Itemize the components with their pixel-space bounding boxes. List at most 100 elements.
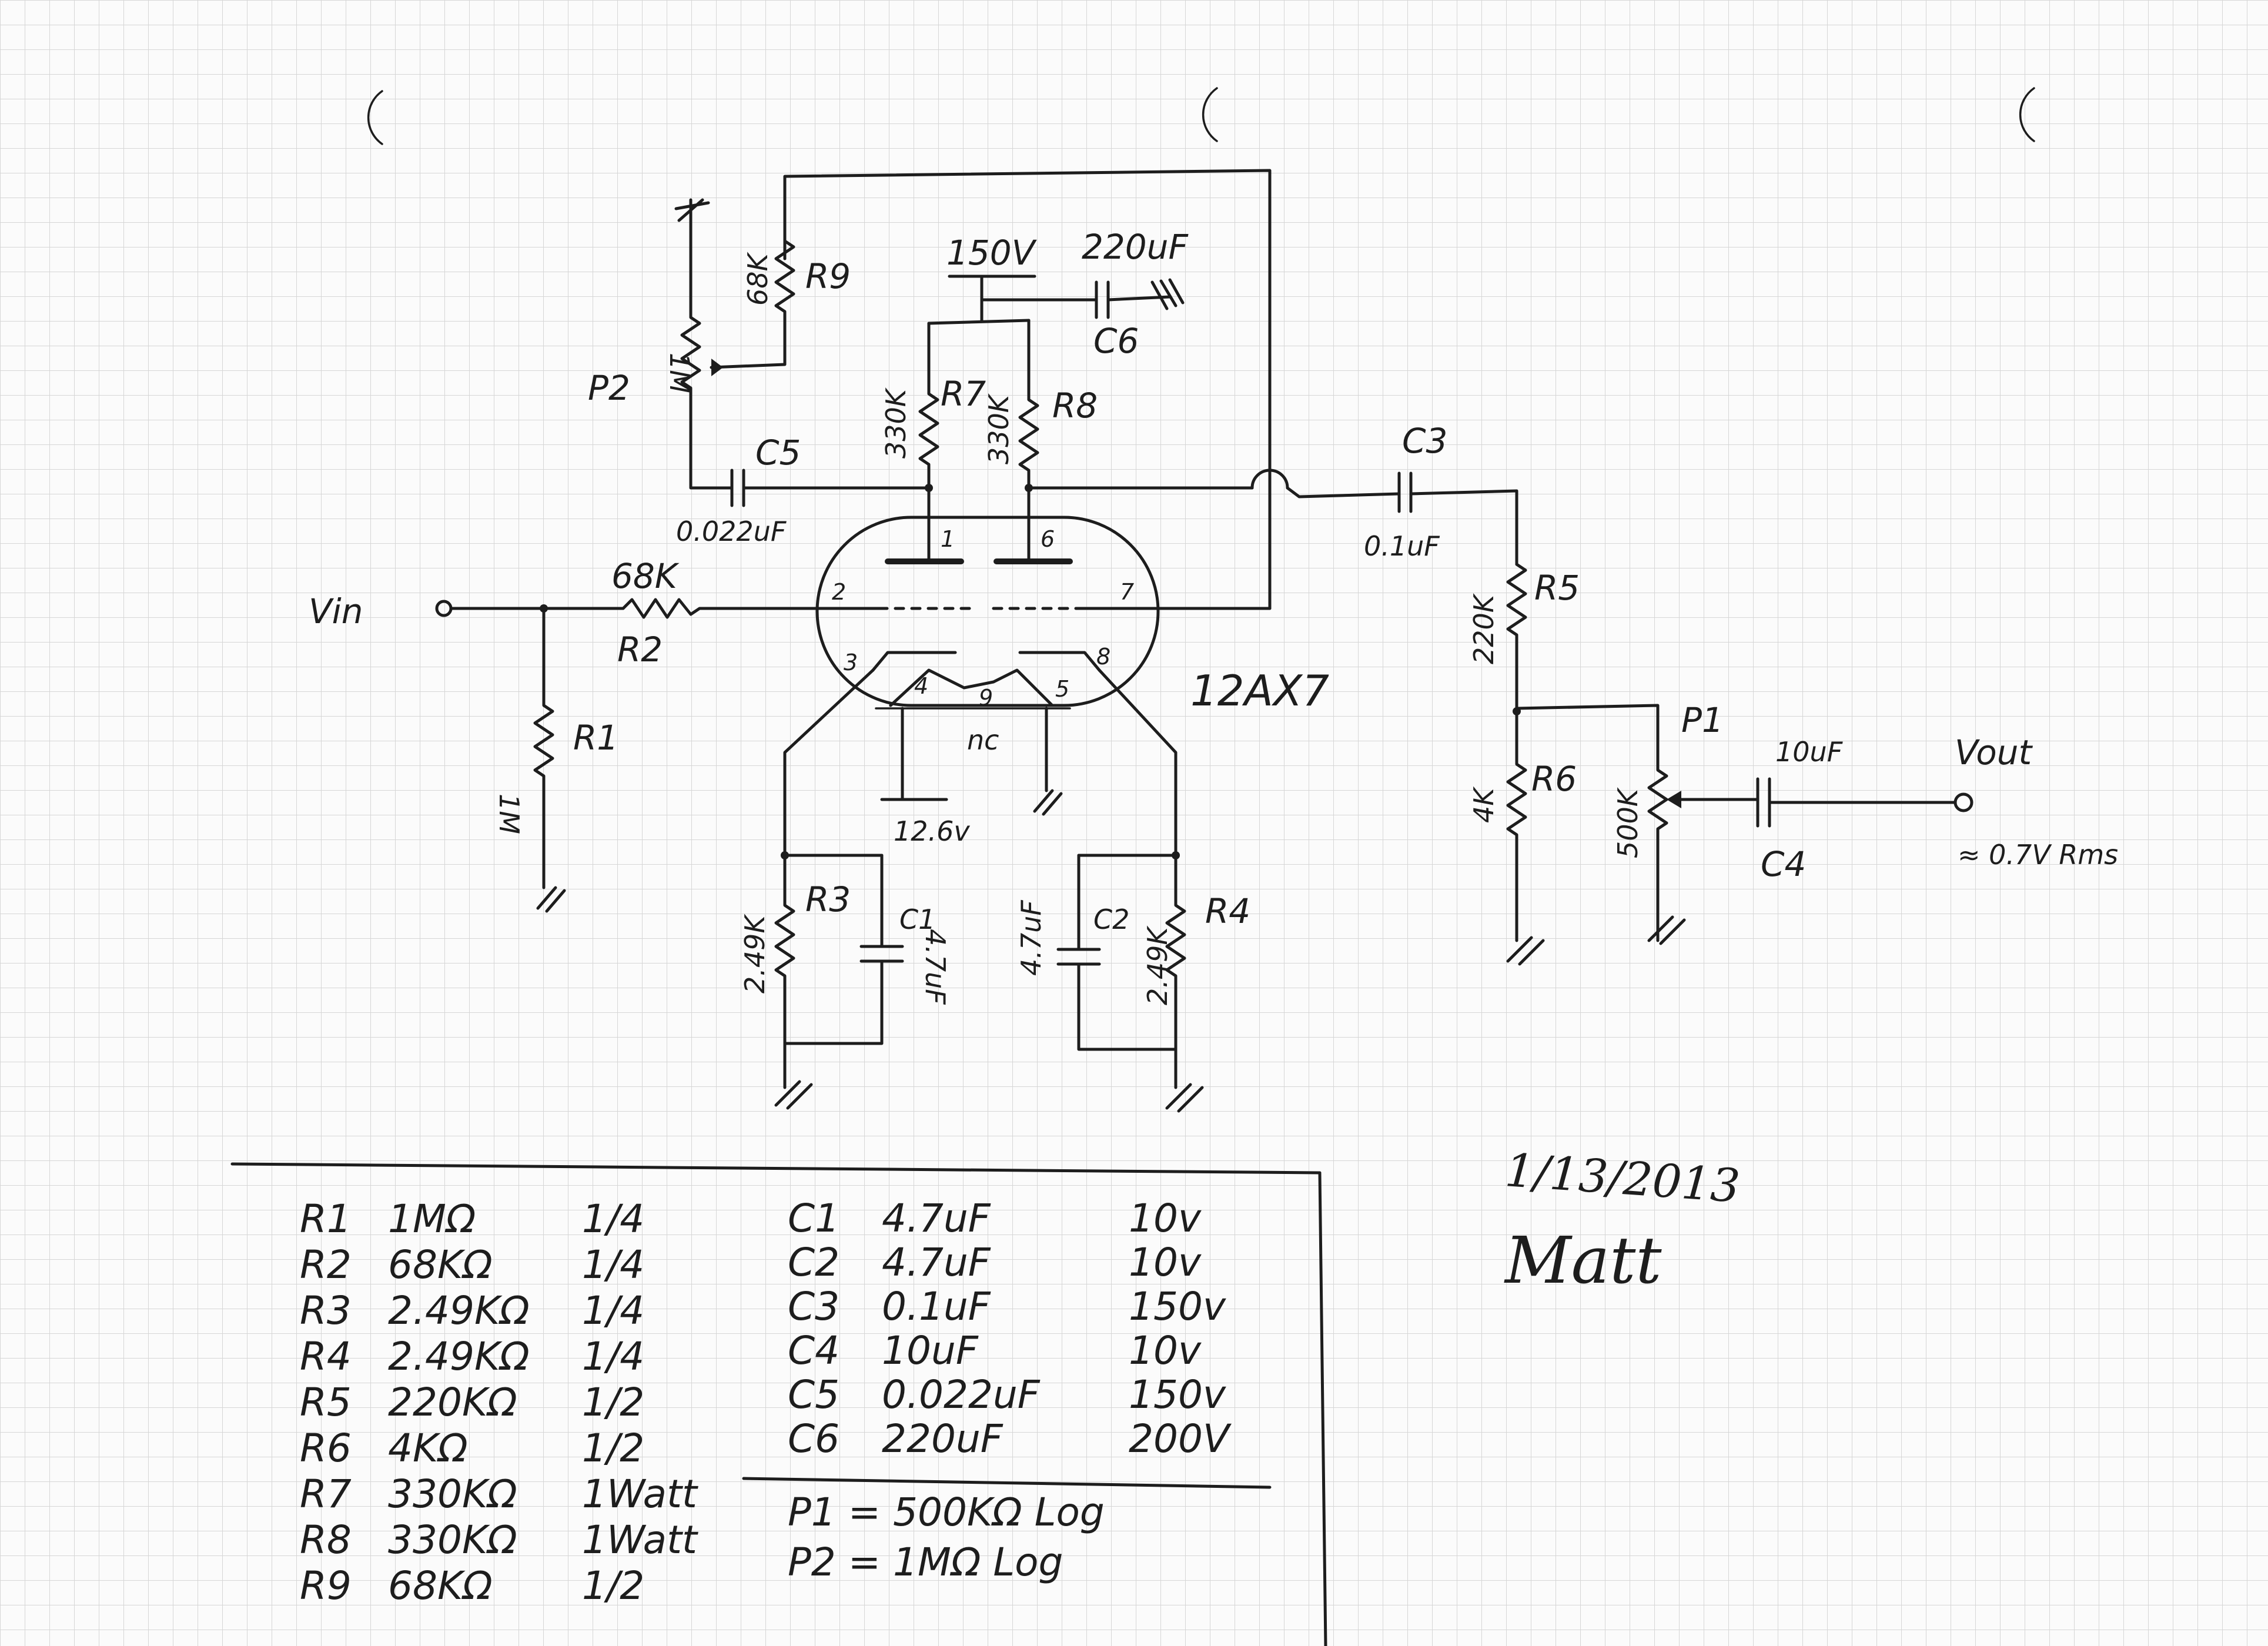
pin-4: 4 bbox=[914, 673, 928, 699]
resistor-ref: R8 bbox=[300, 1517, 352, 1563]
resistor-rating: 1Watt bbox=[582, 1471, 697, 1517]
resistor-value: 2.49KΩ bbox=[388, 1334, 530, 1379]
pot-line: P1 = 500KΩ Log bbox=[788, 1490, 1105, 1535]
c2-label: C2 bbox=[1093, 904, 1129, 935]
resistor-rating: 1/2 bbox=[582, 1426, 645, 1471]
r6-value: 4K bbox=[1468, 786, 1500, 823]
c4-value: 10uF bbox=[1775, 736, 1843, 768]
capacitor-row: C3 0.1uF 150v bbox=[788, 1284, 1317, 1329]
resistor-ref: R3 bbox=[300, 1288, 352, 1333]
signature-block: 1/13/2013 Matt bbox=[1503, 1144, 1741, 1298]
capacitor-ref: C2 bbox=[788, 1240, 840, 1285]
capacitor-rating: 150v bbox=[1129, 1372, 1226, 1417]
pin-9: 9 bbox=[979, 685, 993, 711]
capacitor-ref: C3 bbox=[788, 1284, 840, 1329]
capacitor-rating: 150v bbox=[1129, 1284, 1226, 1329]
resistor-ref: R9 bbox=[300, 1563, 352, 1608]
resistor-ref: R4 bbox=[300, 1334, 352, 1379]
supply-node: 150V 220uF C6 bbox=[927, 227, 1189, 361]
cathode-left: R3 2.49K C1 4.7uF bbox=[739, 668, 951, 1110]
vout-level: ≈ 0.7V Rms bbox=[1958, 839, 2118, 871]
resistor-rating: 1/4 bbox=[582, 1196, 645, 1242]
left-ground-icon bbox=[774, 1080, 813, 1110]
pot-row: P2 = 1MΩ Log bbox=[788, 1537, 1317, 1587]
resistor-r7: R7 330K bbox=[880, 322, 986, 543]
p2-value: 1M bbox=[664, 353, 695, 393]
resistor-rating: 1/4 bbox=[582, 1334, 645, 1379]
capacitor-value: 10uF bbox=[882, 1328, 978, 1373]
resistor-r9: R9 68K bbox=[710, 239, 851, 369]
c2-value: 4.7uF bbox=[1015, 900, 1047, 976]
binder-holes bbox=[367, 87, 2035, 145]
r2-value: 68K bbox=[611, 556, 680, 596]
capacitor-value: 220uF bbox=[882, 1416, 1003, 1461]
r8-label: R8 bbox=[1052, 386, 1098, 426]
capacitor-value: 4.7uF bbox=[882, 1240, 991, 1285]
pin-5: 5 bbox=[1055, 676, 1069, 702]
parts-list-frame bbox=[230, 1162, 1327, 1646]
right-ground-icon bbox=[1165, 1083, 1204, 1113]
resistor-value: 68KΩ bbox=[388, 1563, 493, 1608]
input-jack[interactable] bbox=[435, 600, 453, 617]
r6-label: R6 bbox=[1531, 759, 1577, 799]
capacitor-ref: C4 bbox=[788, 1328, 840, 1373]
pin-1: 1 bbox=[941, 526, 955, 552]
pot-line: P2 = 1MΩ Log bbox=[788, 1540, 1063, 1585]
r1-label: R1 bbox=[573, 718, 618, 758]
vout-label: Vout bbox=[1955, 732, 2033, 772]
resistor-ref: R7 bbox=[300, 1471, 352, 1517]
c3-value: 0.1uF bbox=[1364, 530, 1440, 562]
resistor-rating: 1/2 bbox=[582, 1380, 645, 1425]
p1-value: 500K bbox=[1612, 787, 1644, 858]
pin-8: 8 bbox=[1096, 644, 1110, 670]
signature-date: 1/13/2013 bbox=[1503, 1144, 1742, 1213]
output-stage: C3 0.1uF R5 220K R6 4K P1 500K 10uF C4 V… bbox=[1364, 421, 2118, 966]
output-jack[interactable] bbox=[1953, 792, 1973, 812]
supply-voltage-label: 150V bbox=[946, 233, 1038, 273]
signature-name: Matt bbox=[1505, 1223, 1662, 1298]
capacitor-ref: C1 bbox=[788, 1196, 840, 1241]
c6-label: C6 bbox=[1093, 321, 1139, 361]
r4-value: 2.49K bbox=[1142, 925, 1173, 1005]
pin-7: 7 bbox=[1120, 579, 1134, 605]
p1-label: P1 bbox=[1681, 700, 1724, 740]
r6-ground-icon bbox=[1506, 936, 1545, 966]
heater-voltage-label: 12.6v bbox=[894, 815, 970, 847]
capacitor-rating: 10v bbox=[1129, 1328, 1202, 1373]
resistor-value: 330KΩ bbox=[388, 1471, 517, 1517]
r5-label: R5 bbox=[1534, 568, 1580, 608]
r5-value: 220K bbox=[1468, 593, 1500, 664]
input-section: Vin 68K R2 R1 1M bbox=[309, 556, 881, 913]
r7-value: 330K bbox=[880, 387, 912, 459]
pot-row: P1 = 500KΩ Log bbox=[788, 1487, 1317, 1537]
tube-nc-label: nc bbox=[967, 724, 999, 756]
c4-label: C4 bbox=[1761, 844, 1806, 884]
capacitor-rating: 10v bbox=[1129, 1196, 1202, 1241]
r3-value: 2.49K bbox=[739, 914, 771, 993]
heater-leads: 12.6v bbox=[880, 707, 1063, 847]
capacitor-rating: 200V bbox=[1129, 1416, 1230, 1461]
resistor-rating: 1Watt bbox=[582, 1517, 697, 1563]
potentiometer-p2: P2 1M bbox=[588, 198, 734, 490]
resistor-row: R7 330KΩ 1Watt bbox=[300, 1471, 723, 1517]
pin-3: 3 bbox=[844, 650, 858, 675]
c6-value: 220uF bbox=[1082, 227, 1189, 267]
resistor-ref: R6 bbox=[300, 1426, 352, 1471]
capacitor-value: 0.1uF bbox=[882, 1284, 991, 1329]
capacitor-value: 0.022uF bbox=[882, 1372, 1040, 1417]
capacitor-row: C4 10uF 10v bbox=[788, 1329, 1317, 1373]
resistor-value: 2.49KΩ bbox=[388, 1288, 530, 1333]
capacitor-c5: C5 0.022uF bbox=[676, 433, 931, 547]
